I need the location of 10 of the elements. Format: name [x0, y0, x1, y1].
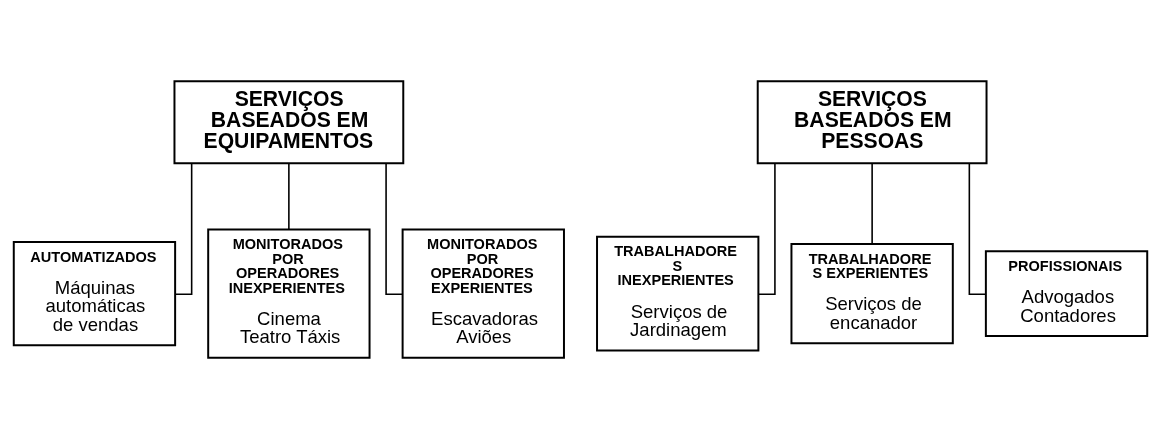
connector — [871, 162, 873, 245]
node-box: MONITORADOS POR OPERADORES INEXPERIENTES Cinema Teatro Táxis — [207, 228, 371, 359]
node-box: PROFISSIONAIS Advogados Contadores — [984, 250, 1149, 337]
connector — [288, 162, 290, 230]
node-box: AUTOMATIZADOS Máquinas automáticas de vendas — [12, 241, 177, 347]
node-box: SERVIÇOS BASEADOS EM EQUIPAMENTOS — [173, 80, 405, 165]
node-box: SERVIÇOS BASEADOS EM PESSOAS — [756, 80, 988, 165]
node-box: MONITORADOS POR OPERADORES EXPERIENTES Escavadoras Aviões — [401, 228, 565, 359]
node-box: TRABALHADORE S INEXPERIENTES Serviços de Jardinagem — [596, 235, 760, 352]
node-box: TRABALHADORE S EXPERIENTES Serviços de encanador — [790, 243, 954, 345]
